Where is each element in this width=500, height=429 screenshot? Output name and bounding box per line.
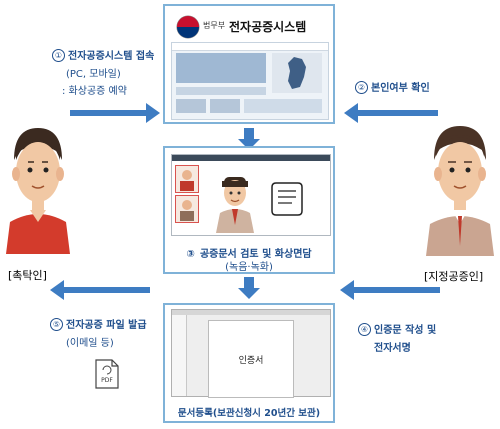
certificate-text: 인증서 [238, 356, 264, 366]
arrow-step-1 [70, 103, 160, 123]
arrow-step-5 [50, 280, 150, 300]
website-row-1 [176, 87, 266, 95]
step-1-number: ① [52, 49, 65, 62]
bottom-panel-label: 문서등록(보관신청시 20년간 보관) [177, 408, 321, 419]
viewer-sidebar [172, 315, 187, 396]
notary-person-large-icon [426, 126, 494, 256]
website-row-4 [244, 99, 322, 113]
step-3-sub: (녹음·녹화) [225, 262, 273, 273]
step-3-number: ③ [186, 249, 195, 260]
step-5-number: ⑤ [50, 318, 63, 331]
top-panel: 법무부 전자공증시스템 [163, 4, 335, 124]
document-page: 인증서 [208, 320, 294, 398]
system-title: 전자공증시스템 [229, 20, 307, 34]
video-main-person [212, 175, 258, 233]
document-scroll [270, 179, 304, 219]
pdf-icon [95, 359, 119, 389]
ministry-emblem-icon [176, 15, 200, 39]
website-header [172, 43, 328, 51]
arrow-step-4 [340, 280, 440, 300]
step-5-line2: (이메일 등) [66, 338, 114, 349]
step-1-line3: : 화상공증 예약 [62, 86, 127, 97]
person-thumb-icon [180, 170, 194, 191]
down-arrow-1 [238, 128, 260, 150]
notary-person [424, 120, 496, 256]
step-4-line2: 전자서명 [374, 343, 411, 354]
step-3-label: 공증문서 검토 및 화상면담 [199, 249, 312, 260]
step-4-number: ④ [358, 323, 371, 336]
step-2-label: 본인여부 확인 [371, 83, 430, 94]
website-banner [176, 53, 266, 83]
website-map [272, 53, 322, 93]
viewer-toolbar [172, 310, 330, 315]
step-4-line1: 인증문 작성 및 [374, 325, 437, 336]
middle-panel: ③ 공증문서 검토 및 화상면담 (녹음·녹화) [163, 146, 335, 274]
arrow-step-2 [344, 103, 438, 123]
website-row-2 [176, 99, 206, 113]
bottom-panel: 인증서 문서등록(보관신청시 20년간 보관) [163, 303, 335, 423]
client-person-icon [6, 128, 70, 254]
ministry-name: 법무부 [203, 21, 226, 30]
step-5-line1: 전자공증 파일 발급 [66, 320, 147, 331]
client-person [4, 122, 72, 254]
pdf-file-icon: PDF [94, 358, 120, 390]
notary-person-icon [216, 177, 254, 233]
middle-panel-label: ③ 공증문서 검토 및 화상면담 [165, 242, 333, 261]
website-row-3 [210, 99, 240, 113]
video-call-screen [171, 154, 331, 236]
step-1-line2: (PC, 모바일) [66, 69, 121, 80]
korea-map-icon [288, 57, 306, 89]
step-2-number: ② [355, 81, 368, 94]
website-thumbnail [171, 42, 329, 120]
video-side-thumbnail-1 [175, 165, 199, 193]
video-side-thumbnail-2 [175, 195, 199, 223]
scroll-document-icon [271, 182, 303, 216]
ministry-logo [175, 14, 201, 40]
client-role-label: [촉탁인] [8, 269, 47, 282]
notary-role-label: [지정공증인] [424, 270, 484, 283]
person-thumb-icon [180, 200, 194, 221]
step-1-line1: 전자공증시스템 접속 [68, 51, 155, 62]
pdf-label: PDF [101, 377, 113, 384]
document-viewer: 인증서 [171, 309, 331, 398]
down-arrow-2 [238, 277, 260, 299]
video-toolbar [172, 155, 330, 161]
